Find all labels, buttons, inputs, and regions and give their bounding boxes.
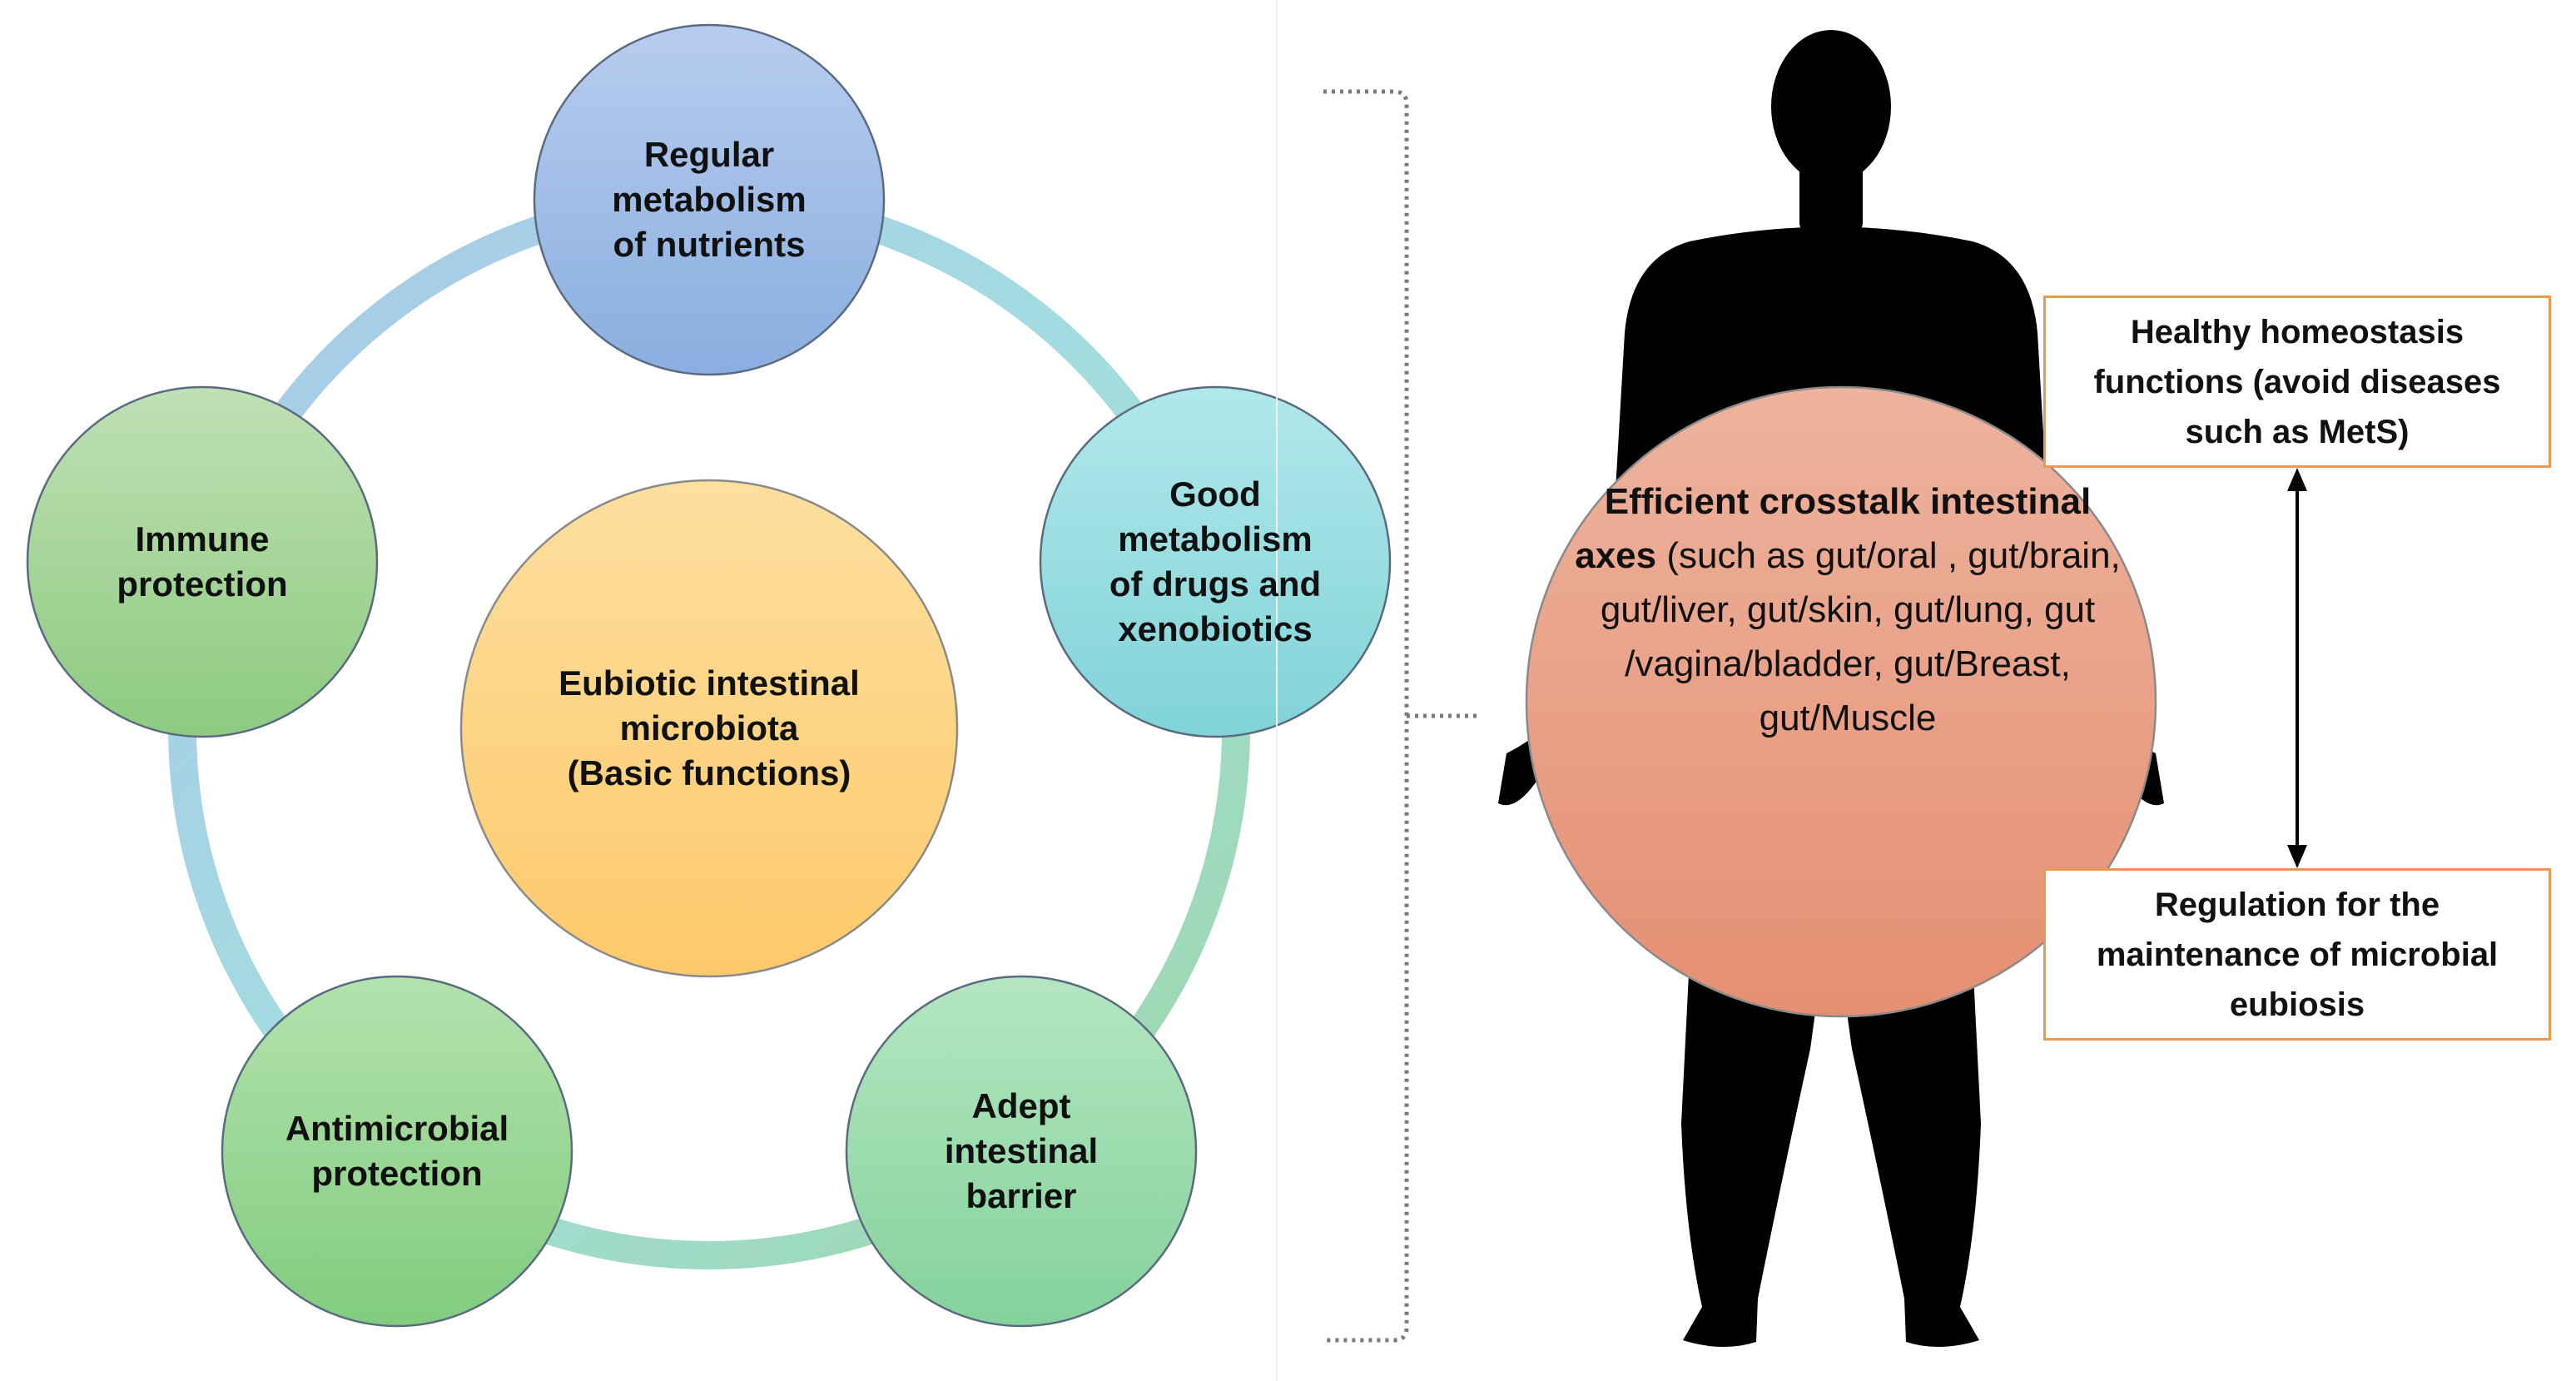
outcome-top-box: Healthy homeostasis functions (avoid dis…	[2043, 296, 2551, 468]
panel-divider	[1276, 0, 1278, 1381]
barrier-label: Adept intestinal barrier	[944, 1086, 1099, 1215]
outcome-bottom-box: Regulation for the maintenance of microb…	[2043, 868, 2551, 1041]
outcome-arrowhead-up	[2287, 468, 2307, 491]
drugs-circle	[1039, 385, 1392, 738]
nutrients-circle	[533, 23, 886, 376]
dotted-bracket	[1323, 89, 1409, 1343]
drugs-label: Good metabolism of drugs and xenobiotics	[1109, 474, 1322, 648]
crosstalk-bold-text: Efficient crosstalk intestinal axes	[1575, 481, 2092, 576]
crosstalk-label: Efficient crosstalk intestinal axes (suc…	[1565, 474, 2131, 745]
antimicrobial-circle	[221, 975, 573, 1328]
barrier-circle	[845, 975, 1198, 1328]
antimicrobial-label: Antimicrobial protection	[285, 1109, 509, 1193]
nutrients-label: Regular metabolism of nutrients	[612, 135, 807, 264]
crosstalk-circle	[1525, 385, 2157, 1018]
outcome-arrowhead-down	[2287, 845, 2307, 868]
crosstalk-axes-text: (such as gut/oral , gut/brain, gut/liver…	[1600, 535, 2121, 738]
immune-circle	[26, 385, 379, 738]
center-circle	[459, 479, 959, 978]
center-label: Eubiotic intestinal microbiota (Basic fu…	[558, 663, 860, 792]
immune-label: Immune protection	[117, 519, 288, 604]
